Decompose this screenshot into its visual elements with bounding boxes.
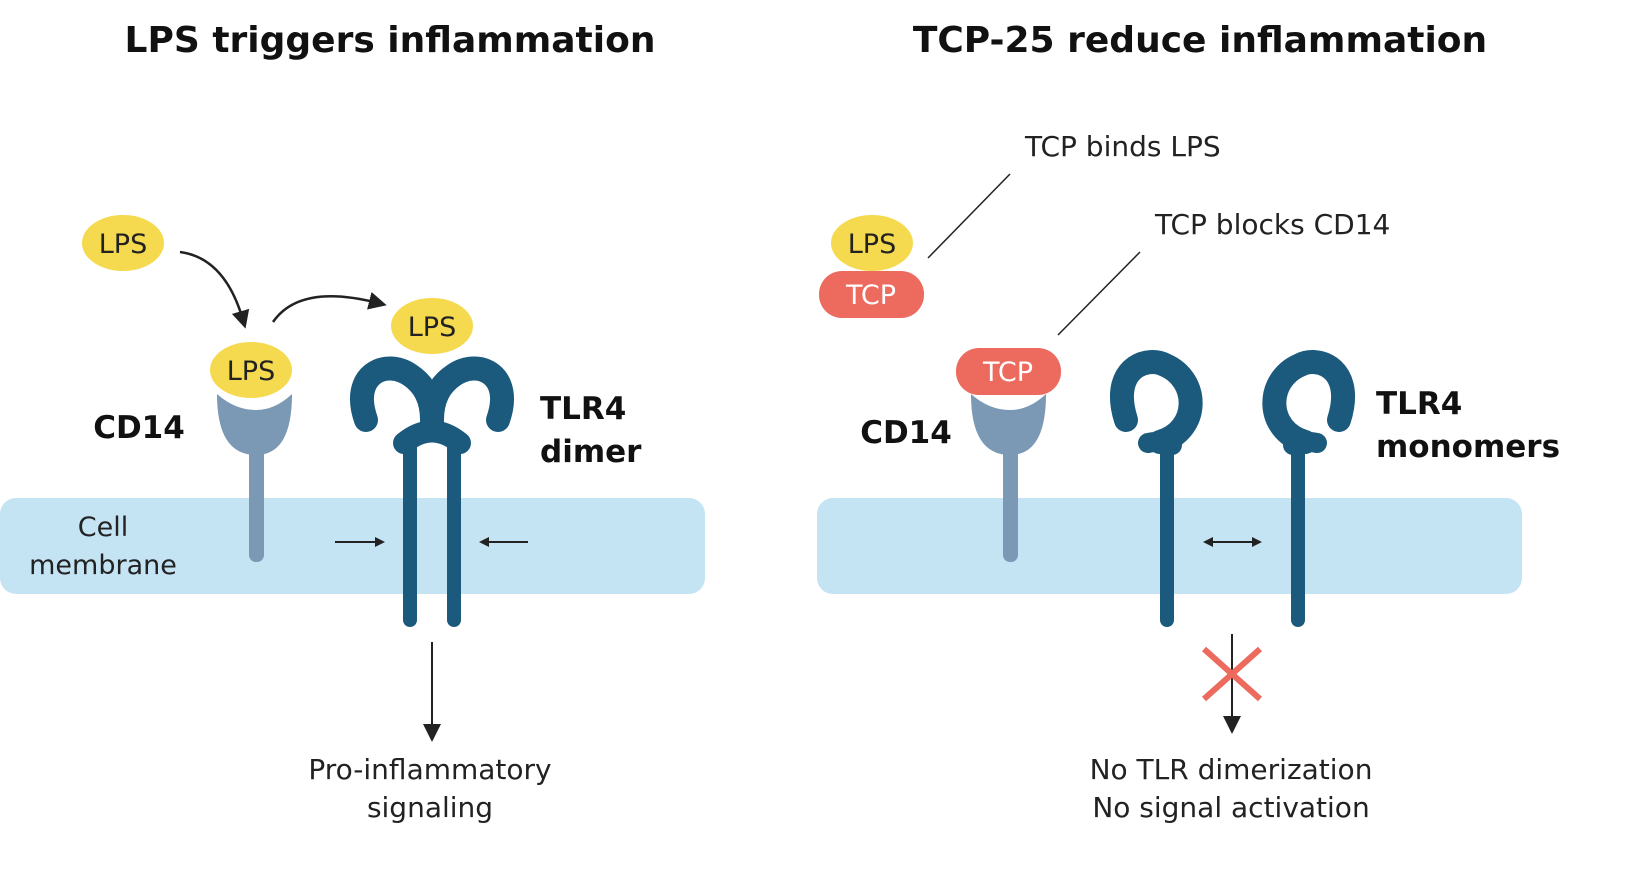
callout-tcp-blocks-cd14: TCP blocks CD14 bbox=[1154, 208, 1390, 241]
membrane-label-line1: Cell bbox=[78, 512, 128, 543]
membrane-label-line2: membrane bbox=[29, 550, 177, 581]
outcome-line2-left: signaling bbox=[367, 791, 493, 824]
lps-free-molecule: LPS bbox=[82, 215, 164, 271]
outcome-line2-right: No signal activation bbox=[1092, 791, 1369, 824]
tcp-on-cd14-label: TCP bbox=[982, 357, 1033, 388]
tcp-bound-lps-label: TCP bbox=[845, 280, 896, 311]
tlr4-label-line2-right: monomers bbox=[1376, 429, 1560, 465]
tlr4-dimer bbox=[350, 356, 514, 627]
callout-tcp-binds-lps: TCP binds LPS bbox=[1024, 130, 1221, 163]
callout-line-blocks bbox=[1057, 251, 1141, 336]
tlr4-label-line1-right: TLR4 bbox=[1376, 386, 1462, 422]
lps-free-label: LPS bbox=[99, 229, 147, 260]
lps-on-cd14-label: LPS bbox=[227, 356, 275, 387]
lps-on-tlr4-label: LPS bbox=[408, 312, 456, 343]
lps-on-cd14: LPS bbox=[210, 342, 292, 398]
lps-bound-label: LPS bbox=[848, 229, 896, 260]
left-title: LPS triggers inflammation bbox=[125, 20, 656, 61]
outcome-line1-left: Pro-inflammatory bbox=[308, 753, 551, 786]
left-cell-membrane bbox=[0, 498, 705, 594]
outcome-line1-right: No TLR dimerization bbox=[1090, 753, 1373, 786]
tcp-on-cd14: TCP bbox=[956, 348, 1061, 395]
lps-tcp-complex: LPS TCP bbox=[819, 215, 924, 318]
arrow-lps-to-cd14 bbox=[179, 250, 250, 329]
arrow-cd14-to-tlr4 bbox=[271, 292, 387, 323]
cd14-receptor-blocked bbox=[971, 394, 1046, 562]
lps-on-tlr4: LPS bbox=[391, 298, 473, 354]
cd14-label-left: CD14 bbox=[93, 410, 185, 446]
left-panel: LPS triggers inflammation Cell membrane … bbox=[0, 20, 705, 824]
cd14-receptor bbox=[217, 394, 292, 562]
tlr4-monomer-1 bbox=[1109, 350, 1203, 627]
right-panel: TCP-25 reduce inflammation TCP binds LPS… bbox=[817, 20, 1560, 824]
right-title: TCP-25 reduce inflammation bbox=[913, 20, 1487, 61]
tlr4-monomer-2 bbox=[1262, 350, 1356, 627]
tlr4-label-line1-left: TLR4 bbox=[540, 391, 626, 427]
block-cross-icon bbox=[1202, 646, 1262, 702]
tlr4-label-line2-left: dimer bbox=[540, 434, 642, 470]
cd14-label-right: CD14 bbox=[860, 415, 952, 451]
callout-line-binds bbox=[927, 173, 1011, 259]
